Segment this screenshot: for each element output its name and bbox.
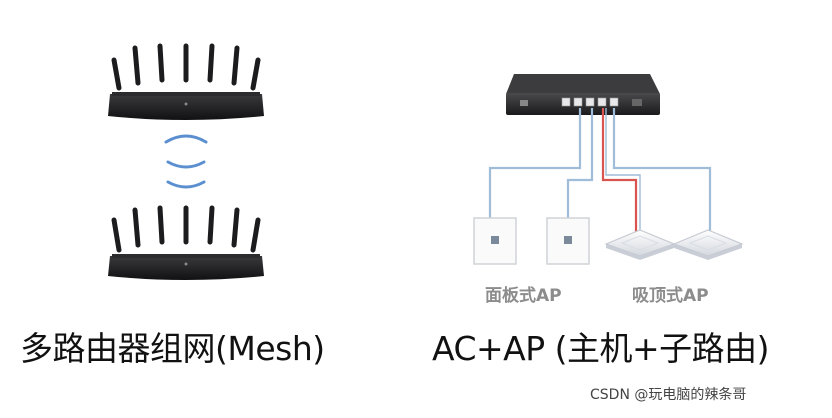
panel-ap-label: 面板式AP [485, 286, 562, 306]
ac-ap-caption: AC+AP (主机+子路由) [432, 329, 770, 368]
mesh-caption: 多路由器组网(Mesh) [20, 329, 325, 368]
ac-controller-switch [506, 74, 660, 115]
watermark: CSDN @玩电脑的辣条哥 [590, 387, 747, 403]
mesh-router-top [108, 43, 264, 120]
mesh-router-bottom [108, 205, 264, 280]
panel-ap-2 [546, 217, 590, 265]
ceiling-ap-1 [604, 229, 676, 260]
ceiling-ap-2 [672, 229, 744, 260]
panel-ap-1 [473, 217, 517, 265]
network-cables [488, 108, 712, 232]
wireless-signal-icon [164, 134, 208, 189]
ceiling-ap-label: 吸顶式AP [632, 286, 709, 306]
